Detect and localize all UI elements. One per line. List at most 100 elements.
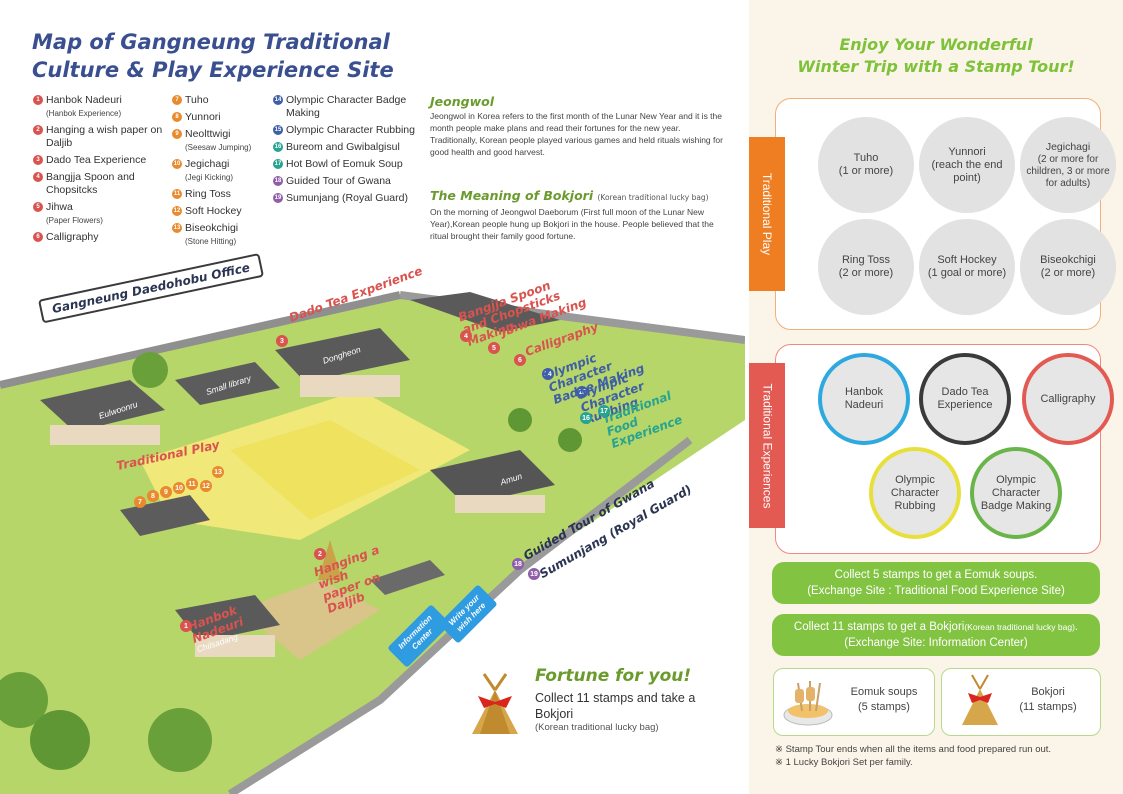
legend-number-badge: 6: [33, 232, 43, 242]
jeongwol-title: Jeongwol: [430, 94, 494, 109]
legend-text: Soft Hockey: [185, 205, 242, 218]
map-pin-13: 13: [212, 466, 224, 478]
map-sand-yard: [230, 420, 420, 520]
stamp-circle-calligraphy: Calligraphy: [1022, 353, 1114, 445]
legend-text: Bureom and Gwibalgisul: [286, 141, 400, 154]
map-pin-6: 6: [514, 354, 526, 366]
bokjori-text: On the morning of Jeongwol Daeborum (Fir…: [430, 207, 714, 241]
traditional-play-group: Tuho(1 or more) Yunnori(reach the end po…: [775, 98, 1116, 330]
reward-stamps: (5 stamps): [858, 701, 910, 713]
reward-info-bokjori-text: Collect 11 stamps to get a Bokjori: [793, 621, 965, 633]
map-tree: [508, 408, 532, 432]
legend-label: Hot Bowl of Eomuk Soup: [286, 158, 403, 170]
note-2: ※ 1 Lucky Bokjori Set per family.: [775, 757, 913, 768]
legend-sublabel: (Hanbok Experience): [46, 109, 122, 118]
legend-number-badge: 1: [33, 95, 43, 105]
stamp-circle-tuho: Tuho(1 or more): [818, 117, 914, 213]
stamp-circle-ring-toss: Ring Toss(2 or more): [818, 219, 914, 315]
map-daljib: [318, 540, 342, 580]
stamp-condition: (1 goal or more): [927, 267, 1007, 279]
map-pin-15: 15: [576, 386, 588, 398]
stamp-tour-notes: ※ Stamp Tour ends when all the items and…: [775, 743, 1051, 769]
map-pin-12: 12: [200, 480, 212, 492]
map-dirt-path: [240, 580, 380, 660]
legend-text: Olympic Character Badge Making: [286, 94, 423, 120]
legend-text: Olympic Character Rubbing: [286, 124, 415, 137]
legend-label: Biseokchigi: [185, 222, 239, 234]
legend-number-badge: 4: [33, 172, 43, 182]
panel-title-line1: Enjoy Your Wonderful: [839, 35, 1033, 54]
stamp-condition: (2 or more): [838, 267, 894, 279]
legend-text: Bangjja Spoon and Chopsitcks: [46, 171, 168, 197]
stamp-condition: (1 or more): [838, 165, 894, 177]
legend-number-badge: 8: [172, 112, 182, 122]
eomuk-soup-icon: [783, 681, 833, 726]
legend-text: Hanging a wish paper on Daljib: [46, 124, 168, 150]
map-pin-8: 8: [147, 490, 159, 502]
stamp-circle-jegichagi: Jegichagi(2 or more for children, 3 or m…: [1020, 117, 1116, 213]
legend-number-badge: 15: [273, 125, 283, 135]
traditional-experiences-group: Hanbok Nadeuri Dado Tea Experience Calli…: [775, 344, 1114, 554]
panel-title: Enjoy Your Wonderful Winter Trip with a …: [749, 34, 1123, 78]
legend-sublabel: (Jegi Kicking): [185, 173, 234, 182]
stamp-circle-dado-tea: Dado Tea Experience: [919, 353, 1011, 445]
legend-label: Bureom and Gwibalgisul: [286, 141, 400, 153]
stamp-name: Jegichagi: [1045, 140, 1091, 153]
map-pin-7: 7: [134, 496, 146, 508]
traditional-play-tab-label: Traditional Play: [760, 172, 775, 256]
map-building-gate-corridor: [370, 560, 445, 595]
stamp-name: Calligraphy: [1040, 392, 1096, 405]
bokjori-title-text: The Meaning of Bokjori: [430, 188, 594, 203]
legend-text: Yunnori: [185, 111, 221, 124]
legend-sublabel: (Paper Flowers): [46, 216, 103, 225]
legend-text: Hot Bowl of Eomuk Soup: [286, 158, 403, 171]
legend-text: Sumunjang (Royal Guard): [286, 192, 408, 205]
traditional-experiences-tab-label: Traditional Experiences: [760, 383, 775, 508]
reward-info-bokjori: Collect 11 stamps to get a Bokjori(Korea…: [772, 614, 1100, 656]
reward-info-eomuk-line1: Collect 5 stamps to get a Eomuk soups.: [834, 569, 1038, 581]
stamp-circle-soft-hockey: Soft Hockey(1 goal or more): [919, 219, 1015, 315]
stamp-name: Dado Tea Experience: [937, 386, 993, 411]
map-pin-1: 1: [180, 620, 192, 632]
map-outer-wall-west: [0, 291, 401, 389]
legend-text: Jegichagi(Jegi Kicking): [185, 158, 233, 184]
reward-info-bokjori-period: .: [1074, 621, 1079, 633]
reward-info-eomuk: Collect 5 stamps to get a Eomuk soups. (…: [772, 562, 1100, 604]
legend-label: Olympic Character Rubbing: [286, 124, 415, 136]
page-title-line1: Map of Gangneung Traditional: [32, 30, 390, 54]
stamp-tour-panel: Enjoy Your Wonderful Winter Trip with a …: [749, 0, 1123, 794]
map-building-east-hall: [410, 292, 560, 332]
legend-label: Dado Tea Experience: [46, 154, 147, 166]
map-pin-4: 4: [460, 330, 472, 342]
page-title-line2: Culture & Play Experience Site: [32, 58, 394, 82]
legend-label: Soft Hockey: [185, 205, 242, 217]
reward-name: Eomuk soups: [850, 686, 918, 698]
legend-label: Sumunjang (Royal Guard): [286, 192, 408, 204]
fortune-title: Fortune for you!: [535, 666, 692, 686]
legend-number-badge: 10: [172, 159, 182, 169]
map-building-dongheon: [275, 328, 410, 382]
stamp-name: Ring Toss: [841, 254, 891, 266]
legend-text: Neolttwigi(Seesaw Jumping): [185, 128, 251, 154]
panel-title-line2: Winter Trip with a Stamp Tour!: [797, 57, 1075, 76]
jeongwol-text: Jeongwol in Korea refers to the first mo…: [430, 111, 723, 157]
legend-label: Ring Toss: [185, 188, 231, 200]
map-tree: [558, 428, 582, 452]
jeongwol-section: Jeongwol Jeongwol in Korea refers to the…: [430, 94, 728, 158]
legend-label: Hanging a wish paper on Daljib: [46, 124, 163, 149]
map-building-amun: [430, 450, 555, 505]
map-building-chilsadang-wall: [195, 635, 275, 657]
